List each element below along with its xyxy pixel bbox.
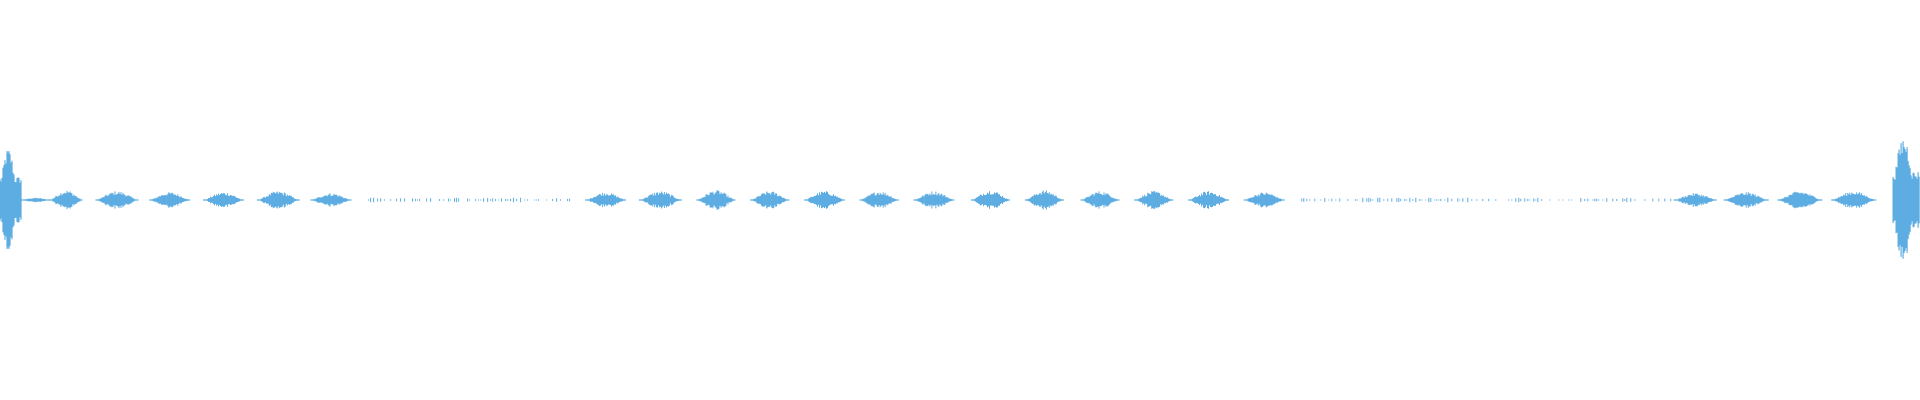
waveform-segment-dots: [1301, 197, 1672, 203]
waveform-segment-burst: [0, 151, 22, 249]
waveform-segment-blip: [804, 191, 845, 209]
waveform-segment-blip: [1673, 193, 1717, 207]
waveform-segment-blip: [203, 193, 244, 207]
waveform-segment-blip: [1188, 191, 1229, 209]
waveform-segment-blip: [585, 192, 627, 208]
waveform-segment-blip: [1243, 192, 1285, 208]
waveform-segment-blip: [696, 190, 736, 210]
waveform-segment-blip: [1080, 191, 1120, 209]
waveform-segment-blip: [149, 192, 191, 208]
waveform-segment-burst: [1892, 141, 1920, 259]
waveform-dots: [368, 197, 571, 203]
waveform-segment-blip: [750, 191, 790, 209]
waveform-segment-blip: [95, 191, 139, 209]
waveform-segment-blip: [913, 191, 955, 209]
waveform-segment-blip: [1777, 191, 1823, 209]
waveform-segment-dots: [368, 197, 571, 203]
waveform-segment-blip: [1134, 191, 1174, 209]
waveform-segment-blip: [256, 191, 300, 209]
waveform-segment-blip: [49, 190, 83, 210]
waveform-segment-blip: [1831, 192, 1877, 208]
waveform-segment-blip: [20, 197, 50, 203]
waveform-segment-blip: [971, 191, 1010, 209]
waveform-burst: [1892, 141, 1920, 259]
waveform-segment-blip: [310, 193, 352, 207]
waveform-burst: [0, 151, 22, 249]
waveform-dots: [1301, 197, 1672, 203]
waveform-segment-blip: [1024, 190, 1064, 210]
waveform-segment-blip: [638, 191, 682, 209]
waveform-segment-blip: [1723, 192, 1769, 208]
waveform-segment-blip: [859, 192, 899, 208]
